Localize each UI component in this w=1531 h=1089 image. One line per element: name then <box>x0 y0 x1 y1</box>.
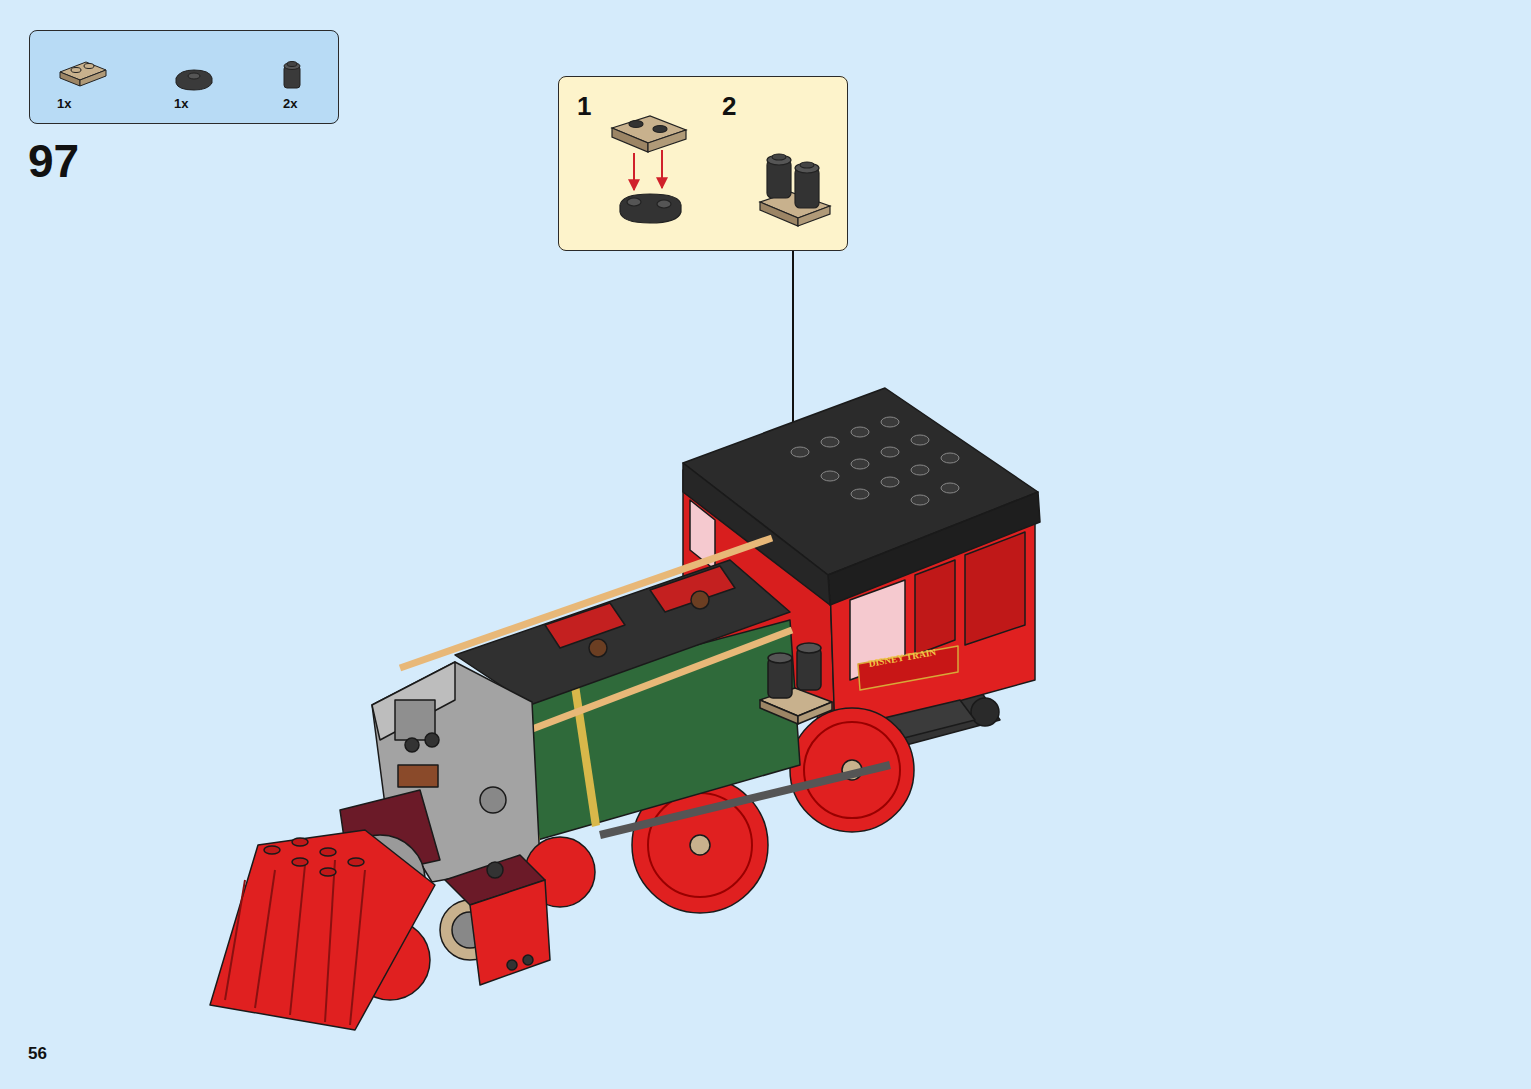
parts-list-box: 1x 1x 2x <box>29 30 339 124</box>
locomotive <box>210 388 1040 1030</box>
part-quantity: 1x <box>174 97 188 110</box>
callout-fill <box>558 76 848 251</box>
substep-number: 2 <box>722 93 736 119</box>
parts-panel-fill <box>29 30 339 124</box>
part-quantity: 1x <box>57 97 71 110</box>
callout-box: 12 <box>558 76 848 251</box>
part-quantity: 2x <box>283 97 297 110</box>
step-one-parts <box>612 116 686 223</box>
step-two-assembly <box>760 154 830 226</box>
sticker-text: DISNEY TRAIN <box>868 648 937 669</box>
step-number: 97 <box>28 138 79 184</box>
page-number: 56 <box>28 1045 47 1062</box>
name-sticker <box>858 646 958 690</box>
substep-number: 1 <box>577 93 591 119</box>
parts-icons <box>60 62 300 91</box>
